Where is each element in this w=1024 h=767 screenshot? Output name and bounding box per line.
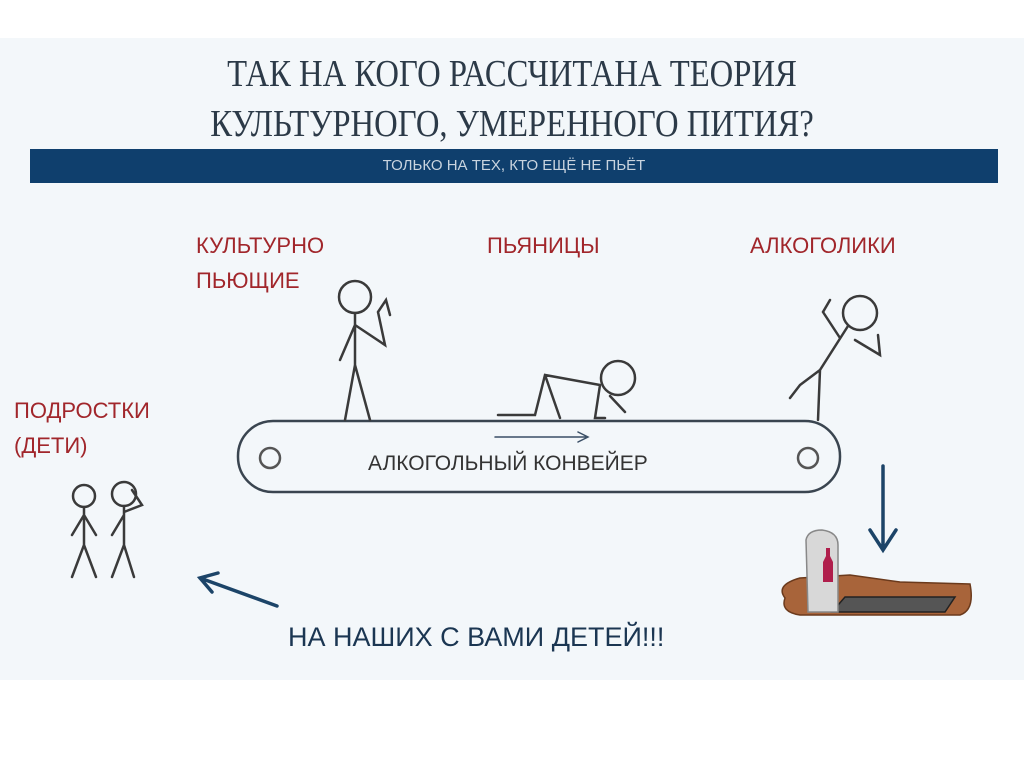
grave-icon [781, 529, 972, 616]
bottle-icon [823, 548, 833, 582]
label-cultural: КУЛЬТУРНО ПЬЮЩИЕ [196, 228, 324, 298]
bottom-text: НА НАШИХ С ВАМИ ДЕТЕЙ!!! [288, 622, 665, 652]
conveyor-belt [236, 419, 842, 494]
cultural-drinker-figure [337, 279, 392, 422]
children-figures [70, 480, 144, 579]
alcoholic-figure [788, 294, 882, 422]
label-cultural-line1: КУЛЬТУРНО [196, 233, 325, 258]
label-drunkards: ПЬЯНИЦЫ [487, 233, 600, 258]
label-teens-line1: ПОДРОСТКИ [14, 398, 150, 423]
down-arrow-icon [868, 464, 898, 554]
subtitle-bar: ТОЛЬКО НА ТЕХ, КТО ЕЩЁ НЕ ПЬЁТ [30, 149, 998, 183]
title-line-2: КУЛЬТУРНОГО, УМЕРЕННОГО ПИТИЯ? [210, 103, 814, 145]
label-alcoholics: АЛКОГОЛИКИ [750, 233, 896, 258]
label-cultural-line2: ПЬЮЩИЕ [196, 268, 300, 293]
title-line-1: ТАК НА КОГО РАССЧИТАНА ТЕОРИЯ [227, 53, 797, 95]
drunkard-figure [496, 359, 637, 420]
slide-background [0, 38, 1024, 680]
label-teens-line2: (ДЕТИ) [14, 433, 88, 458]
left-arrow-icon [196, 571, 279, 608]
conveyor-label: АЛКОГОЛЬНЫЙ КОНВЕЙЕР [368, 452, 648, 475]
label-teens: ПОДРОСТКИ (ДЕТИ) [14, 393, 150, 463]
